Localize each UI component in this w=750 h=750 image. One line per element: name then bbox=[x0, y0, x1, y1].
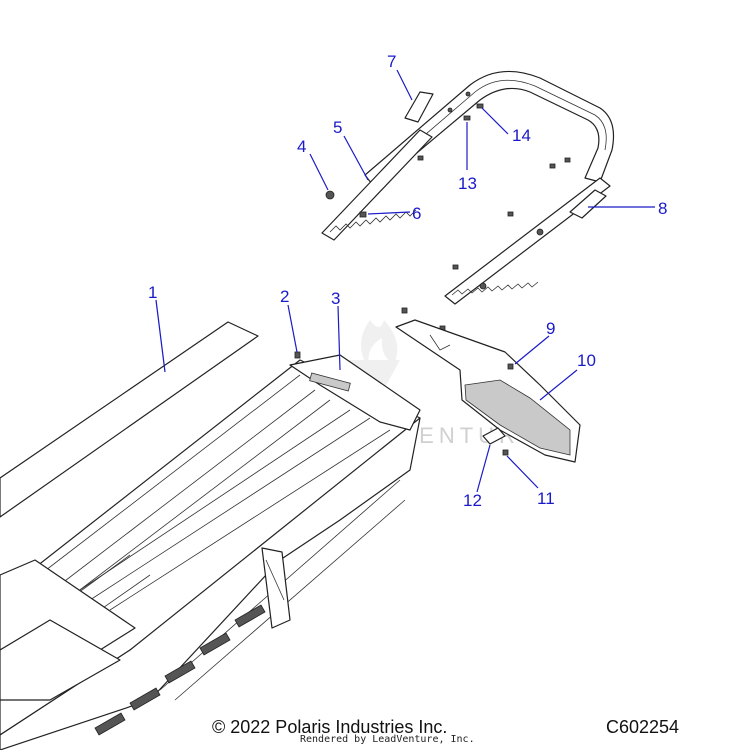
callout-2: 2 bbox=[280, 287, 289, 306]
fasteners bbox=[401, 155, 571, 332]
bolt-9 bbox=[507, 363, 514, 370]
screw-6 bbox=[359, 211, 367, 218]
callout-12: 12 bbox=[463, 491, 482, 510]
callout-1: 1 bbox=[148, 283, 157, 302]
bracket-12 bbox=[482, 427, 506, 445]
snow-flap-10 bbox=[395, 319, 581, 463]
callout-10: 10 bbox=[577, 351, 596, 370]
callout-13: 13 bbox=[458, 174, 477, 193]
screw-14 bbox=[476, 103, 484, 109]
callout-14: 14 bbox=[512, 126, 531, 145]
end-cap-7 bbox=[404, 91, 434, 123]
callout-6: 6 bbox=[412, 204, 421, 223]
copyright-text: © 2022 Polaris Industries Inc. bbox=[212, 717, 448, 737]
leader-lines bbox=[155, 69, 655, 493]
screw-11 bbox=[502, 449, 509, 456]
grab-bar bbox=[364, 70, 615, 189]
side-trim-right bbox=[444, 177, 611, 305]
end-cap-8 bbox=[569, 189, 607, 219]
callout-4: 4 bbox=[297, 137, 306, 156]
bolt-2 bbox=[294, 351, 301, 359]
callout-9: 9 bbox=[546, 319, 555, 338]
callouts: 1 2 3 4 5 6 7 8 9 10 11 12 13 14 bbox=[148, 52, 667, 510]
decal-strip bbox=[0, 321, 259, 518]
callout-5: 5 bbox=[333, 118, 342, 137]
render-credit: Rendered by LeadVenture, Inc. bbox=[300, 734, 475, 745]
callout-8: 8 bbox=[658, 199, 667, 218]
screw-13 bbox=[463, 115, 471, 121]
callout-7: 7 bbox=[387, 52, 396, 71]
tunnel-assembly bbox=[0, 354, 421, 750]
side-trim-5 bbox=[321, 129, 433, 241]
callout-11: 11 bbox=[537, 489, 555, 508]
rail-slots bbox=[94, 604, 266, 736]
nut-4 bbox=[325, 190, 335, 200]
callout-3: 3 bbox=[331, 289, 340, 308]
diagram-code: C602254 bbox=[606, 717, 680, 737]
